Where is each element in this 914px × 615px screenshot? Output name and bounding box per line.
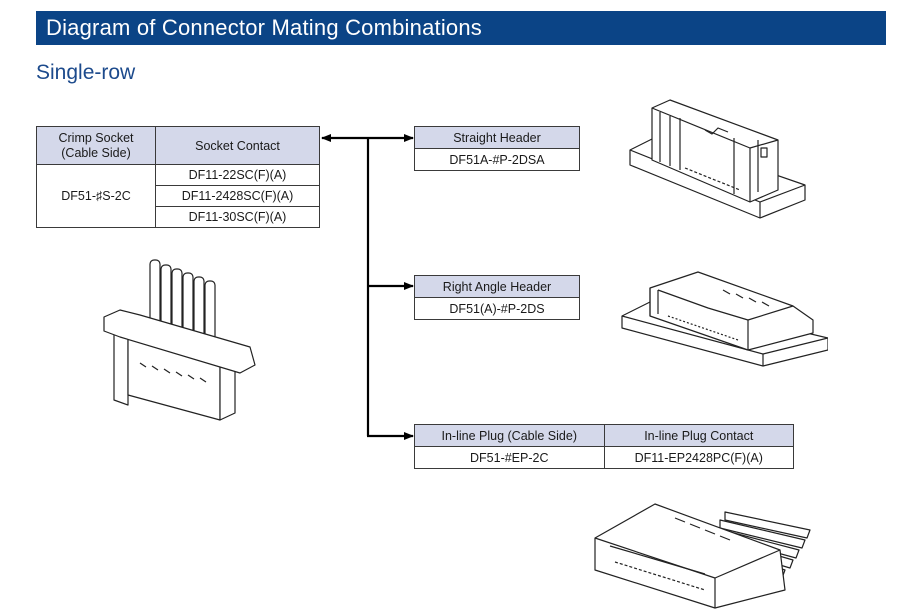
socket-contact-cell: DF11-2428SC(F)(A) <box>155 185 320 207</box>
inline-plug-contact-part-number: DF11-EP2428PC(F)(A) <box>603 446 794 469</box>
title-bar: Diagram of Connector Mating Combinations <box>36 11 886 45</box>
straight-header-part-number: DF51A-#P-2DSA <box>414 148 580 171</box>
crimp-socket-illustration <box>103 259 256 421</box>
crimp-socket-header-line2: (Cable Side) <box>61 145 131 160</box>
inline-plug-label: In-line Plug (Cable Side) <box>414 424 605 447</box>
inline-plug-table: In-line Plug (Cable Side) In-line Plug C… <box>414 424 794 469</box>
crimp-socket-part-number: DF51-♯S-2C <box>36 164 156 228</box>
wire-group <box>149 259 216 352</box>
right-angle-header-label: Right Angle Header <box>414 275 580 298</box>
crimp-socket-header-line1: Crimp Socket <box>58 130 134 145</box>
inline-plug-contact-label: In-line Plug Contact <box>603 424 794 447</box>
crimp-socket-table: Crimp Socket (Cable Side) Socket Contact… <box>36 126 320 228</box>
socket-contact-header: Socket Contact <box>155 126 320 165</box>
straight-header-illustration <box>629 99 806 219</box>
right-angle-header-illustration <box>621 271 828 367</box>
straight-header-label: Straight Header <box>414 126 580 149</box>
inline-plug-illustration <box>594 503 811 609</box>
right-angle-header-table: Right Angle Header DF51(A)-#P-2DS <box>414 275 580 320</box>
page-title: Diagram of Connector Mating Combinations <box>46 15 482 40</box>
section-title: Single-row <box>36 61 136 84</box>
straight-header-table: Straight Header DF51A-#P-2DSA <box>414 126 580 171</box>
socket-contact-cell: DF11-30SC(F)(A) <box>155 206 320 228</box>
right-angle-header-part-number: DF51(A)-#P-2DS <box>414 297 580 320</box>
inline-plug-part-number: DF51-#EP-2C <box>414 446 605 469</box>
